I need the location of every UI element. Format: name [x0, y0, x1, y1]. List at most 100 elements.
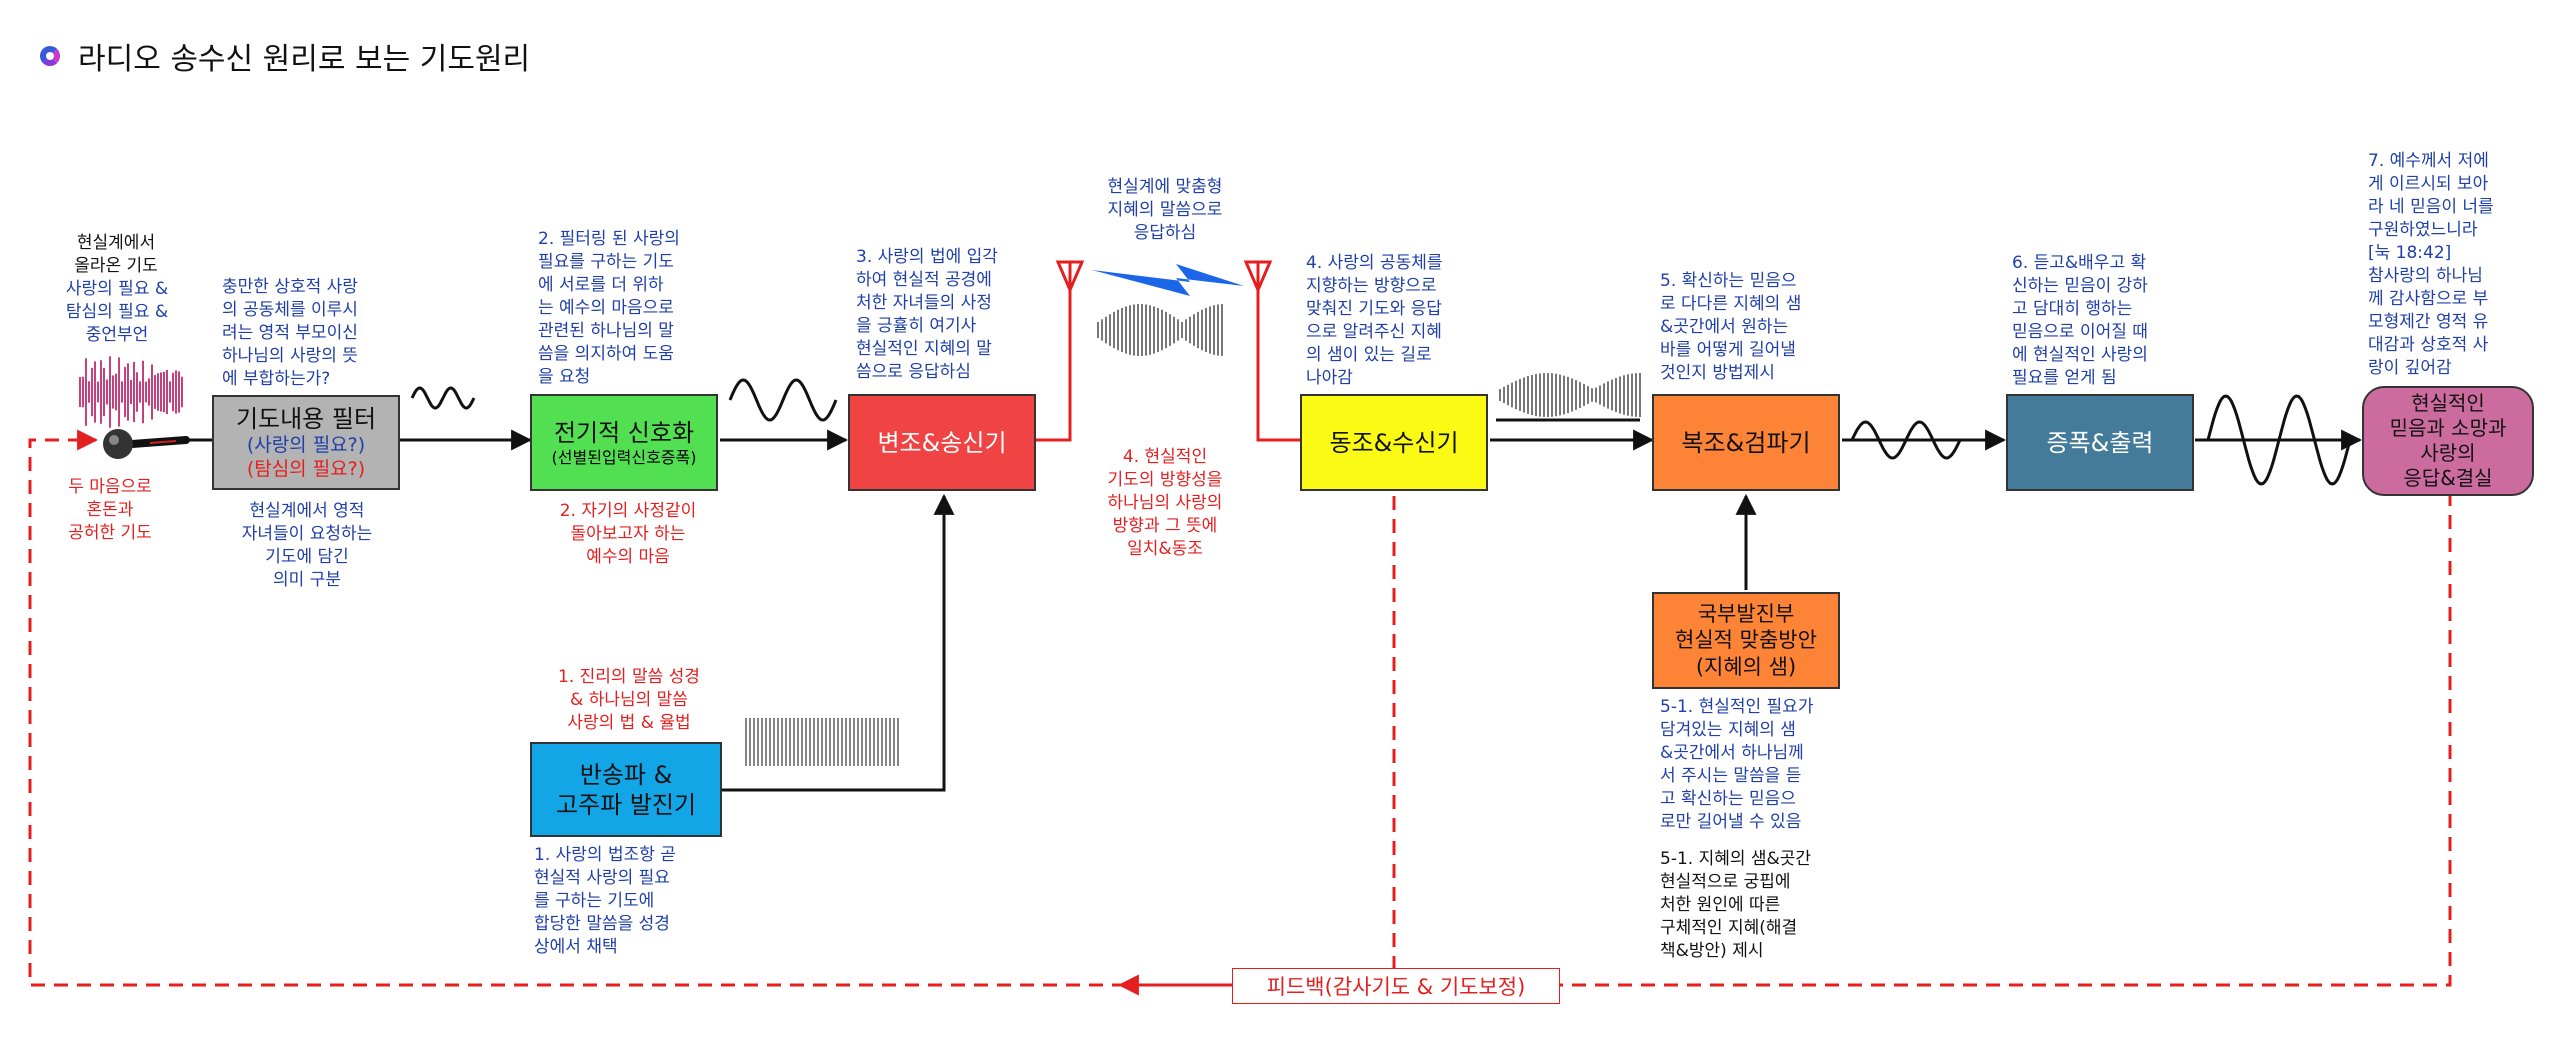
- step7-text-line: [눅 18:42]: [2368, 243, 2452, 263]
- filter-sub-greed: (탐심의 필요?): [246, 457, 366, 480]
- filter-question-text-line: 충만한 상호적 사랑: [222, 277, 358, 297]
- prayer-needs-text-line: 중언부언: [85, 325, 149, 345]
- filter-question-text-line: 려는 영적 부모이신: [222, 323, 358, 343]
- filter-label: 기도내용 필터: [235, 404, 377, 433]
- step3-text-line: 을 긍휼히 여기사: [856, 316, 977, 336]
- filter-question-text-line: 에 부합하는가?: [222, 369, 331, 389]
- two-minds-text-line: 두 마음으로: [68, 477, 152, 497]
- detector-box: 복조&검파기: [1652, 394, 1840, 491]
- step4-red-text-line: 하나님의 사랑의: [1107, 493, 1223, 513]
- prayer-source-text-line: 올라온 기도: [74, 256, 158, 276]
- amplifier-box: 증폭&출력: [2006, 394, 2194, 491]
- prayer-needs-text: 사랑의 필요 &탐심의 필요 &중언부언: [52, 278, 182, 347]
- filter-meaning-text-line: 자녀들이 요청하는: [241, 524, 373, 544]
- signal-sub: (선별된입력신호증폭): [551, 447, 697, 467]
- step1-red-text-line: 사랑의 법 & 율법: [567, 713, 691, 733]
- antenna-lines: [1036, 260, 1300, 442]
- step5-text-line: &곳간에서 원하는: [1660, 317, 1789, 337]
- carrier-box: 반송파 & 고주파 발진기: [530, 742, 722, 837]
- step2-text-line: 는 예수의 마음으로: [538, 298, 674, 318]
- signal-box: 전기적 신호화 (선별된입력신호증폭): [530, 394, 718, 491]
- step7-text-line: 께 감사함으로 부: [2368, 289, 2489, 309]
- step2-text-line: 씀을 의지하여 도움: [538, 344, 674, 364]
- two-minds-text-line: 공허한 기도: [68, 523, 152, 543]
- answer-line2: 믿음과 소망과: [2389, 416, 2507, 440]
- step4-red-text-line: 4. 현실적인: [1122, 447, 1208, 467]
- filter-question-text-line: 의 공동체를 이루시: [222, 300, 358, 320]
- step1-text-line: 상에서 채택: [534, 937, 618, 957]
- step3-text-line: 하여 현실적 공경에: [856, 270, 992, 290]
- response-top-text-line: 지혜의 말씀으로: [1107, 200, 1223, 220]
- step6-text-line: 6. 듣고&배우고 확: [2012, 253, 2147, 273]
- noise-waveform: [79, 356, 183, 428]
- step5-1b-text-line: 5-1. 지혜의 샘&곳간: [1660, 849, 1812, 869]
- step5-1a-text-line: &곳간에서 하나님께: [1660, 743, 1804, 763]
- step7-text-line: 게 이르시되 보아: [2368, 174, 2489, 194]
- step7-text-line: 라 네 믿음이 너를: [2368, 197, 2494, 217]
- filter-meaning-text-line: 현실계에서 영적: [249, 501, 365, 521]
- step6-text-line: 필요를 얻게 됨: [2012, 368, 2117, 388]
- step5-1b-text-line: 현실적으로 궁핍에: [1660, 872, 1791, 892]
- feedback-loop: [28, 429, 2452, 996]
- modulator-box: 변조&송신기: [848, 394, 1036, 491]
- step7-text-line: 모형제간 영적 유: [2368, 312, 2489, 332]
- step6-text-line: 고 담대히 행하는: [2012, 299, 2133, 319]
- step2-text-line: 을 요청: [538, 367, 591, 387]
- carrier-line2: 고주파 발진기: [555, 790, 697, 819]
- local-oscillator-box: 국부발진부 현실적 맞춤방안 (지혜의 샘): [1652, 592, 1840, 689]
- step7-text-line: 구원하였느니라: [2368, 220, 2478, 240]
- step4-text-line: 나아감: [1306, 368, 1353, 388]
- step7-text-line: 7. 예수께서 저에: [2368, 151, 2489, 171]
- step2-text-line: 에 서로를 더 위하: [538, 275, 664, 295]
- step4-text-line: 4. 사랑의 공동체를: [1306, 253, 1443, 273]
- step4-text-line: 의 샘이 있는 길로: [1306, 345, 1432, 365]
- step2-text-line: 2. 필터링 된 사랑의: [538, 229, 680, 249]
- modulator-label: 변조&송신기: [877, 428, 1007, 457]
- step3-text-line: 3. 사랑의 법에 입각: [856, 247, 998, 267]
- step5-text-line: 로 다다른 지혜의 샘: [1660, 294, 1802, 314]
- lightning-icon: [1092, 264, 1244, 296]
- step5-1a-text-line: 서 주시는 말씀을 듣: [1660, 766, 1802, 786]
- step6-text-line: 에 현실적인 사랑의: [2012, 345, 2148, 365]
- amplifier-label: 증폭&출력: [2046, 428, 2154, 457]
- filter-sub-love: (사랑의 필요?): [246, 433, 366, 456]
- step2-red-text-line: 예수의 마음: [586, 547, 670, 567]
- prayer-filter-box: 기도내용 필터 (사랑의 필요?) (탐심의 필요?): [212, 395, 400, 490]
- step3-text-line: 현실적인 지혜의 말: [856, 339, 992, 359]
- step5-1a-text-line: 5-1. 현실적인 필요가: [1660, 697, 1814, 717]
- step4-red-text-line: 방향과 그 뜻에: [1112, 516, 1218, 536]
- step1-red-text-line: 1. 진리의 말씀 성경: [558, 667, 700, 687]
- step1-text-line: 를 구하는 기도에: [534, 891, 655, 911]
- microphone-icon: [103, 429, 190, 459]
- filter-meaning-text-line: 의미 구분: [273, 570, 341, 590]
- step5-1a-text-line: 고 확신하는 믿음으: [1660, 789, 1796, 809]
- oscillator-line3: (지혜의 샘): [1695, 654, 1797, 679]
- step4-text-line: 맞춰진 기도와 응답: [1306, 299, 1442, 319]
- step3-text-line: 씀으로 응답하심: [856, 362, 971, 382]
- page-title: 라디오 송수신 원리로 보는 기도원리: [40, 34, 530, 78]
- step6-text-line: 믿음으로 이어질 때: [2012, 322, 2148, 342]
- step5-text-line: 바를 어떻게 길어낼: [1660, 340, 1796, 360]
- step1-text-line: 합당한 말씀을 성경: [534, 914, 670, 934]
- step3-text-line: 처한 자녀들의 사정: [856, 293, 992, 313]
- filter-meaning-text-line: 기도에 담긴: [265, 547, 349, 567]
- answer-box: 현실적인 믿음과 소망과 사랑의 응답&결실: [2362, 386, 2534, 496]
- step4-red-text-line: 기도의 방향성을: [1107, 470, 1223, 490]
- detector-label: 복조&검파기: [1681, 428, 1811, 457]
- prayer-needs-text-line: 사랑의 필요 &: [65, 279, 169, 299]
